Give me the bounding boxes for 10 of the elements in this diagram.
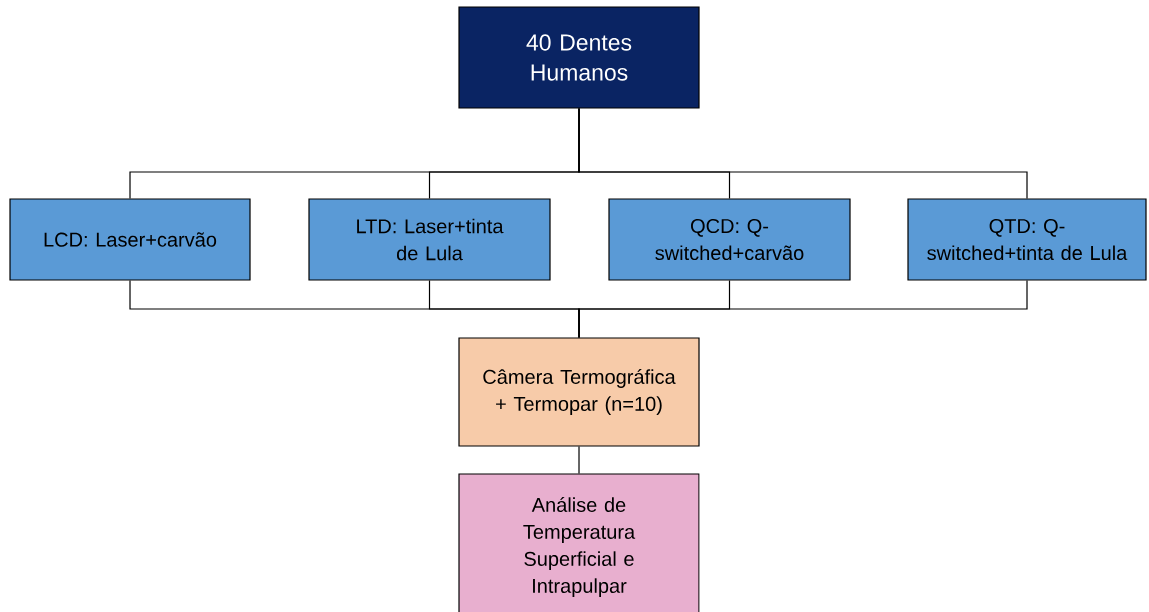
connector [578,108,1028,199]
group-box: LCD: Laser+carvão [9,198,251,281]
measurement-box: Câmera Termográfica + Termopar (n=10) [458,337,700,447]
sample-box: 40 Dentes Humanos [458,6,700,109]
group-box: QCD: Q-switched+carvão [608,198,851,281]
group-box: QTD: Q-switched+tinta de Lula [907,198,1147,281]
analysis-box: Análise de Temperatura Superficial e Intrapulpar [458,473,700,612]
connector [578,280,1028,338]
connector [578,446,580,474]
group-box: LTD: Laser+tinta de Lula [308,198,551,281]
